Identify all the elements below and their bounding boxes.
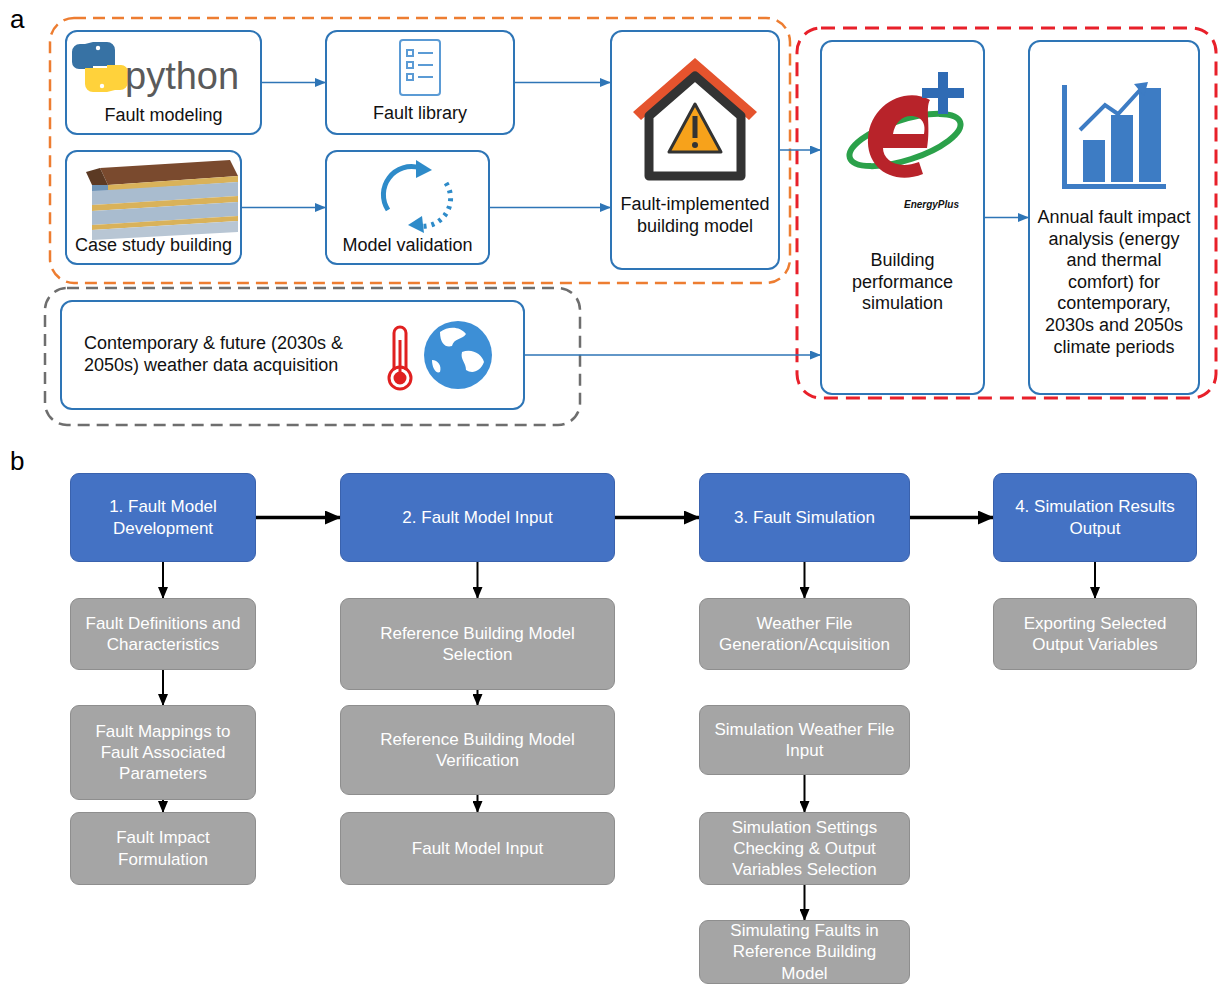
stage-box: 3. Fault Simulation: [699, 473, 910, 562]
stage-box: 1. Fault Model Development: [70, 473, 256, 562]
step-box: Weather File Generation/Acquisition: [699, 598, 910, 670]
connector-arrow: [515, 82, 610, 84]
connector-arrow: [615, 516, 699, 520]
step-box: Fault Model Input: [340, 812, 615, 885]
node-text: Weather File Generation/Acquisition: [708, 613, 901, 656]
building-model: [86, 160, 238, 240]
connector-arrow: [477, 562, 479, 598]
node-text: Fault modeling: [73, 105, 254, 127]
node-text: Simulation Weather File Input: [708, 719, 901, 762]
node-text: Exporting Selected Output Variables: [1002, 613, 1188, 656]
node-text: Reference Building Model Verification: [349, 729, 606, 772]
step-box: Reference Building Model Verification: [340, 705, 615, 795]
group-outline: [45, 288, 580, 425]
step-box: Fault Definitions and Characteristics: [70, 598, 256, 670]
step-box: Reference Building Model Selection: [340, 598, 615, 690]
node-text: Simulating Faults in Reference Building …: [708, 920, 901, 984]
step-box: Simulation Settings Checking & Output Va…: [699, 812, 910, 885]
step-box: Simulation Weather File Input: [699, 705, 910, 775]
node-text: Simulation Settings Checking & Output Va…: [708, 817, 901, 881]
node-text: Fault Model Input: [349, 838, 606, 859]
connector-arrow: [242, 207, 325, 209]
process-box: Fault-implemented building model: [610, 30, 780, 270]
connector-arrow: [162, 562, 164, 598]
energyplus-logo: [844, 72, 967, 178]
node-text: Annual fault impact analysis (energy and…: [1036, 207, 1192, 358]
chart-icon: [1062, 82, 1166, 189]
connector-arrow: [804, 885, 806, 920]
group-outline: [797, 28, 1216, 398]
node-text: Fault library: [333, 103, 507, 125]
connector-arrow: [804, 775, 806, 812]
connector-arrow: [804, 562, 806, 598]
node-text: Fault Definitions and Characteristics: [79, 613, 247, 656]
process-box: EnergyPlusBuilding performance simulatio…: [820, 40, 985, 395]
process-box: Case study building: [65, 150, 242, 265]
node-text: Reference Building Model Selection: [349, 623, 606, 666]
process-box: Contemporary & future (2030s & 2050s) we…: [60, 300, 525, 410]
connector-arrow: [477, 795, 479, 812]
globe-icon: [424, 321, 492, 389]
connector-arrow: [910, 516, 993, 520]
connector-arrow: [162, 800, 164, 812]
process-box: pythonFault modeling: [65, 30, 262, 135]
step-box: Fault Mappings to Fault Associated Param…: [70, 705, 256, 800]
warning-house: [633, 58, 757, 176]
group-outline: [50, 18, 790, 283]
step-box: Exporting Selected Output Variables: [993, 598, 1197, 670]
step-box: Fault Impact Formulation: [70, 812, 256, 885]
thermometer-icon: [389, 327, 411, 389]
step-box: Simulating Faults in Reference Building …: [699, 920, 910, 984]
panel-label: a: [10, 4, 24, 35]
connector-arrow: [262, 82, 325, 84]
node-text: Model validation: [331, 235, 484, 257]
logo-text: EnergyPlus: [828, 200, 959, 210]
node-text: Fault Mappings to Fault Associated Param…: [79, 721, 247, 785]
connector-arrow: [525, 354, 820, 356]
node-text: Fault-implemented building model: [618, 194, 772, 237]
connector-arrow: [1094, 562, 1096, 598]
node-text: 3. Fault Simulation: [708, 507, 901, 528]
connector-arrow: [490, 207, 610, 209]
logo-text: python: [125, 57, 254, 95]
node-text: Case study building: [71, 235, 236, 257]
node-text: Building performance simulation: [828, 250, 977, 315]
stage-box: 2. Fault Model Input: [340, 473, 615, 562]
connector-arrow: [780, 149, 820, 151]
panel-label: b: [10, 446, 24, 477]
process-box: Fault library: [325, 30, 515, 135]
node-text: Contemporary & future (2030s & 2050s) we…: [84, 333, 384, 376]
node-text: Fault Impact Formulation: [79, 827, 247, 870]
connector-arrow: [256, 516, 340, 520]
validation-icon: [383, 160, 450, 233]
connector-arrow: [477, 690, 479, 705]
python-logo: [72, 42, 128, 92]
process-box: Annual fault impact analysis (energy and…: [1028, 40, 1200, 395]
stage-box: 4. Simulation Results Output: [993, 473, 1197, 562]
connector-arrow: [985, 217, 1028, 219]
node-text: 1. Fault Model Development: [79, 496, 247, 539]
library-icon: [400, 40, 440, 95]
node-text: 4. Simulation Results Output: [1002, 496, 1188, 539]
process-box: Model validation: [325, 150, 490, 265]
node-text: 2. Fault Model Input: [349, 507, 606, 528]
connector-arrow: [162, 670, 164, 705]
